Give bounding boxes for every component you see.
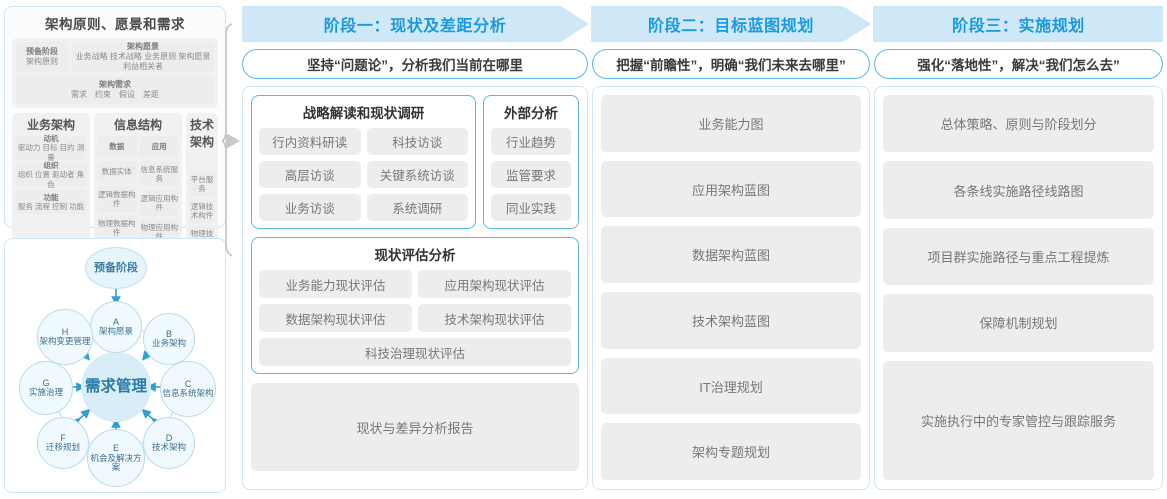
stage-2-band: 阶段二：目标蓝图规划 (591, 6, 871, 42)
togaf-preliminary-head: 预备阶段 (26, 47, 58, 56)
list-item[interactable]: 保障机制规划 (883, 294, 1154, 352)
left-reference-panel: 架构原则、愿景和需求 预备阶段 架构原则 架构愿景 业务战略 技术战略 业务原则… (4, 6, 232, 493)
adm-node-d: D 技术架构 (143, 417, 195, 469)
togaf-tech-item-1: 逻辑技术构件 (189, 199, 215, 223)
togaf-tech-item-0: 平台服务 (189, 172, 215, 196)
list-item[interactable]: 监管要求 (491, 161, 571, 188)
list-item[interactable]: 系统调研 (366, 194, 468, 221)
list-item[interactable]: 应用架构蓝图 (601, 160, 861, 218)
adm-node-preliminary: 预备阶段 (85, 247, 147, 289)
adm-node-a: A 架构愿景 (90, 301, 142, 353)
togaf-title: 架构原则、愿景和需求 (45, 17, 185, 32)
list-item[interactable]: 技术架构蓝图 (601, 292, 861, 349)
togaf-requirements-head: 架构需求 (99, 80, 131, 89)
current-state-evaluation-group: 现状评估分析 业务能力现状评估 应用架构现状评估 数据架构现状评估 技术架构现状… (251, 237, 579, 374)
togaf-data-item-2: 物理数据构件 (97, 215, 137, 241)
togaf-requirements-items: 需求 约束 假设 差距 (71, 90, 159, 99)
togaf-application-head: 应用 (139, 136, 179, 158)
togaf-data-item-1: 逻辑数据构件 (97, 186, 137, 212)
list-item[interactable]: 应用架构现状评估 (418, 270, 571, 298)
togaf-preliminary-items: 架构原则 (26, 57, 58, 66)
togaf-technology-architecture: 技术架构 平台服务 逻辑技术构件 物理技术构件 (186, 113, 218, 256)
togaf-requirements-shell: 预备阶段 架构原则 架构愿景 业务战略 技术战略 业务原则 架构愿景 利益相关者… (12, 38, 218, 108)
adm-node-h: H 架构变更管理 (37, 309, 93, 365)
list-item[interactable]: IT治理规划 (601, 357, 861, 415)
togaf-motivation-box: 动机 驱动力 目标 目的 测量 (15, 134, 87, 162)
chevron-left-fill-icon (873, 6, 901, 42)
list-item[interactable]: 行内资料研读 (259, 128, 361, 155)
stage-2-panel: 业务能力图 应用架构蓝图 数据架构蓝图 技术架构蓝图 IT治理规划 架构专题规划 (592, 86, 870, 490)
external-analysis-title: 外部分析 (504, 106, 558, 121)
report-card[interactable]: 现状与差异分析报告 (251, 383, 579, 471)
list-item[interactable]: 业务访谈 (259, 194, 361, 221)
chevron-right-icon (843, 6, 871, 42)
strategy-research-group: 战略解读和现状调研 行内资料研读 科技访谈 高层访谈 关键系统访谈 业务访谈 系… (251, 95, 476, 229)
list-item[interactable]: 技术架构现状评估 (418, 304, 571, 332)
brace-connector (222, 23, 240, 257)
togaf-business-architecture: 业务架构 动机 驱动力 目标 目的 测量 组织 组织 位置 驱动者 角色 功能 … (12, 113, 90, 256)
list-item[interactable]: 架构专题规划 (601, 423, 861, 481)
togaf-information-head: 信息结构 (113, 118, 162, 132)
togaf-data-item-0: 数据实体 (97, 161, 137, 183)
stage-2-subhead: 把握“前瞻性”，明确“我们未来去哪里” (592, 49, 870, 79)
adm-node-center: 需求管理 (81, 352, 151, 422)
list-item[interactable]: 行业趋势 (491, 128, 571, 155)
current-state-evaluation-title: 现状评估分析 (374, 248, 456, 263)
stage-2-title: 阶段二：目标蓝图规划 (647, 18, 814, 35)
togaf-architecture-columns: 业务架构 动机 驱动力 目标 目的 测量 组织 组织 位置 驱动者 角色 功能 … (12, 113, 218, 256)
adm-node-c: C 信息系统架构 (160, 361, 216, 417)
togaf-business-head: 业务架构 (26, 118, 75, 132)
adm-node-e: E 机会及解决方案 (87, 429, 145, 487)
adm-cycle-diagram: 预备阶段 需求管理 A 架构愿景 B 业务架构 C 信息系统架构 D 技术架构 (4, 238, 226, 493)
list-item[interactable]: 数据架构现状评估 (259, 304, 412, 332)
togaf-vision-head: 架构愿景 (127, 42, 159, 51)
togaf-app-item-1: 逻辑应用构件 (139, 190, 179, 216)
stage-2: 阶段二：目标蓝图规划 把握“前瞻性”，明确“我们未来去哪里” 业务能力图 应用架… (591, 6, 871, 490)
togaf-vision-box: 架构愿景 业务战略 技术战略 业务原则 架构愿景 利益相关者 (72, 42, 214, 72)
stage-3: 阶段三：实施规划 强化“落地性”，解决“我们怎么去” 总体策略、原则与阶段划分 … (873, 6, 1163, 490)
stage-3-band: 阶段三：实施规划 (873, 6, 1163, 42)
togaf-requirements-box: 架构需求 需求 约束 假设 差距 (16, 76, 214, 104)
togaf-app-item-0: 信息系统服务 (139, 161, 179, 187)
stage-1: 阶段一：现状及差距分析 坚持“问题论”，分析我们当前在哪里 战略解读和现状调研 … (242, 6, 589, 490)
list-item[interactable]: 业务能力现状评估 (259, 270, 412, 298)
list-item[interactable]: 数据架构蓝图 (601, 226, 861, 284)
togaf-vision-items: 业务战略 技术战略 业务原则 架构愿景 利益相关者 (75, 52, 211, 71)
togaf-technology-head: 技术架构 (189, 118, 214, 149)
stage-3-subhead: 强化“落地性”，解决“我们怎么去” (874, 49, 1163, 79)
stage-3-panel: 总体策略、原则与阶段划分 各条线实施路径线路图 项目群实施路径与重点工程提炼 保… (874, 86, 1163, 490)
stage-1-panel: 战略解读和现状调研 行内资料研读 科技访谈 高层访谈 关键系统访谈 业务访谈 系… (242, 86, 588, 490)
togaf-application-subcolumn: 应用 信息系统服务 逻辑应用构件 物理应用构件 (139, 136, 179, 248)
stage-1-report: 现状与差异分析报告 (251, 383, 579, 471)
stage-3-title: 阶段三：实施规划 (952, 18, 1085, 35)
stage-1-title: 阶段一：现状及差距分析 (323, 18, 507, 35)
list-item[interactable]: 项目群实施路径与重点工程提炼 (883, 227, 1154, 286)
list-item[interactable]: 科技访谈 (366, 128, 468, 155)
list-item[interactable]: 关键系统访谈 (366, 161, 468, 188)
chevron-left-fill-icon (591, 6, 619, 42)
stage-1-subhead: 坚持“问题论”，分析我们当前在哪里 (242, 49, 588, 79)
adm-node-f: F 迁移规划 (37, 417, 89, 469)
list-item[interactable]: 高层访谈 (259, 161, 361, 188)
togaf-data-head: 数据 (97, 136, 137, 158)
stage-1-band: 阶段一：现状及差距分析 (242, 6, 589, 42)
list-item[interactable]: 总体策略、原则与阶段划分 (883, 95, 1154, 153)
togaf-data-subcolumn: 数据 数据实体 逻辑数据构件 物理数据构件 (97, 136, 137, 248)
external-analysis-group: 外部分析 行业趋势 监管要求 同业实践 (483, 95, 579, 229)
list-item[interactable]: 科技治理现状评估 (259, 338, 571, 366)
togaf-content-framework: 架构原则、愿景和需求 预备阶段 架构原则 架构愿景 业务战略 技术战略 业务原则… (4, 6, 226, 293)
strategy-research-title: 战略解读和现状调研 (302, 106, 425, 121)
adm-node-g: G 实施治理 (19, 361, 73, 415)
togaf-row-1: 预备阶段 架构原则 架构愿景 业务战略 技术战略 业务原则 架构愿景 利益相关者 (16, 42, 214, 72)
list-item[interactable]: 同业实践 (491, 194, 571, 221)
list-item[interactable]: 实施执行中的专家管控与跟踪服务 (883, 360, 1154, 481)
list-item[interactable]: 业务能力图 (601, 95, 861, 152)
togaf-function-box: 功能 服务 流程 控制 功能 (15, 190, 87, 214)
togaf-preliminary-box: 预备阶段 架构原则 (16, 42, 68, 72)
list-item[interactable]: 各条线实施路径线路图 (883, 161, 1154, 219)
adm-node-b: B 业务架构 (143, 313, 195, 365)
togaf-information-structure: 信息结构 数据 数据实体 逻辑数据构件 物理数据构件 应用 信息系统服务 逻辑应… (94, 113, 182, 256)
togaf-organization-box: 组织 组织 位置 驱动者 角色 (15, 161, 87, 189)
chevron-right-icon (561, 6, 589, 42)
